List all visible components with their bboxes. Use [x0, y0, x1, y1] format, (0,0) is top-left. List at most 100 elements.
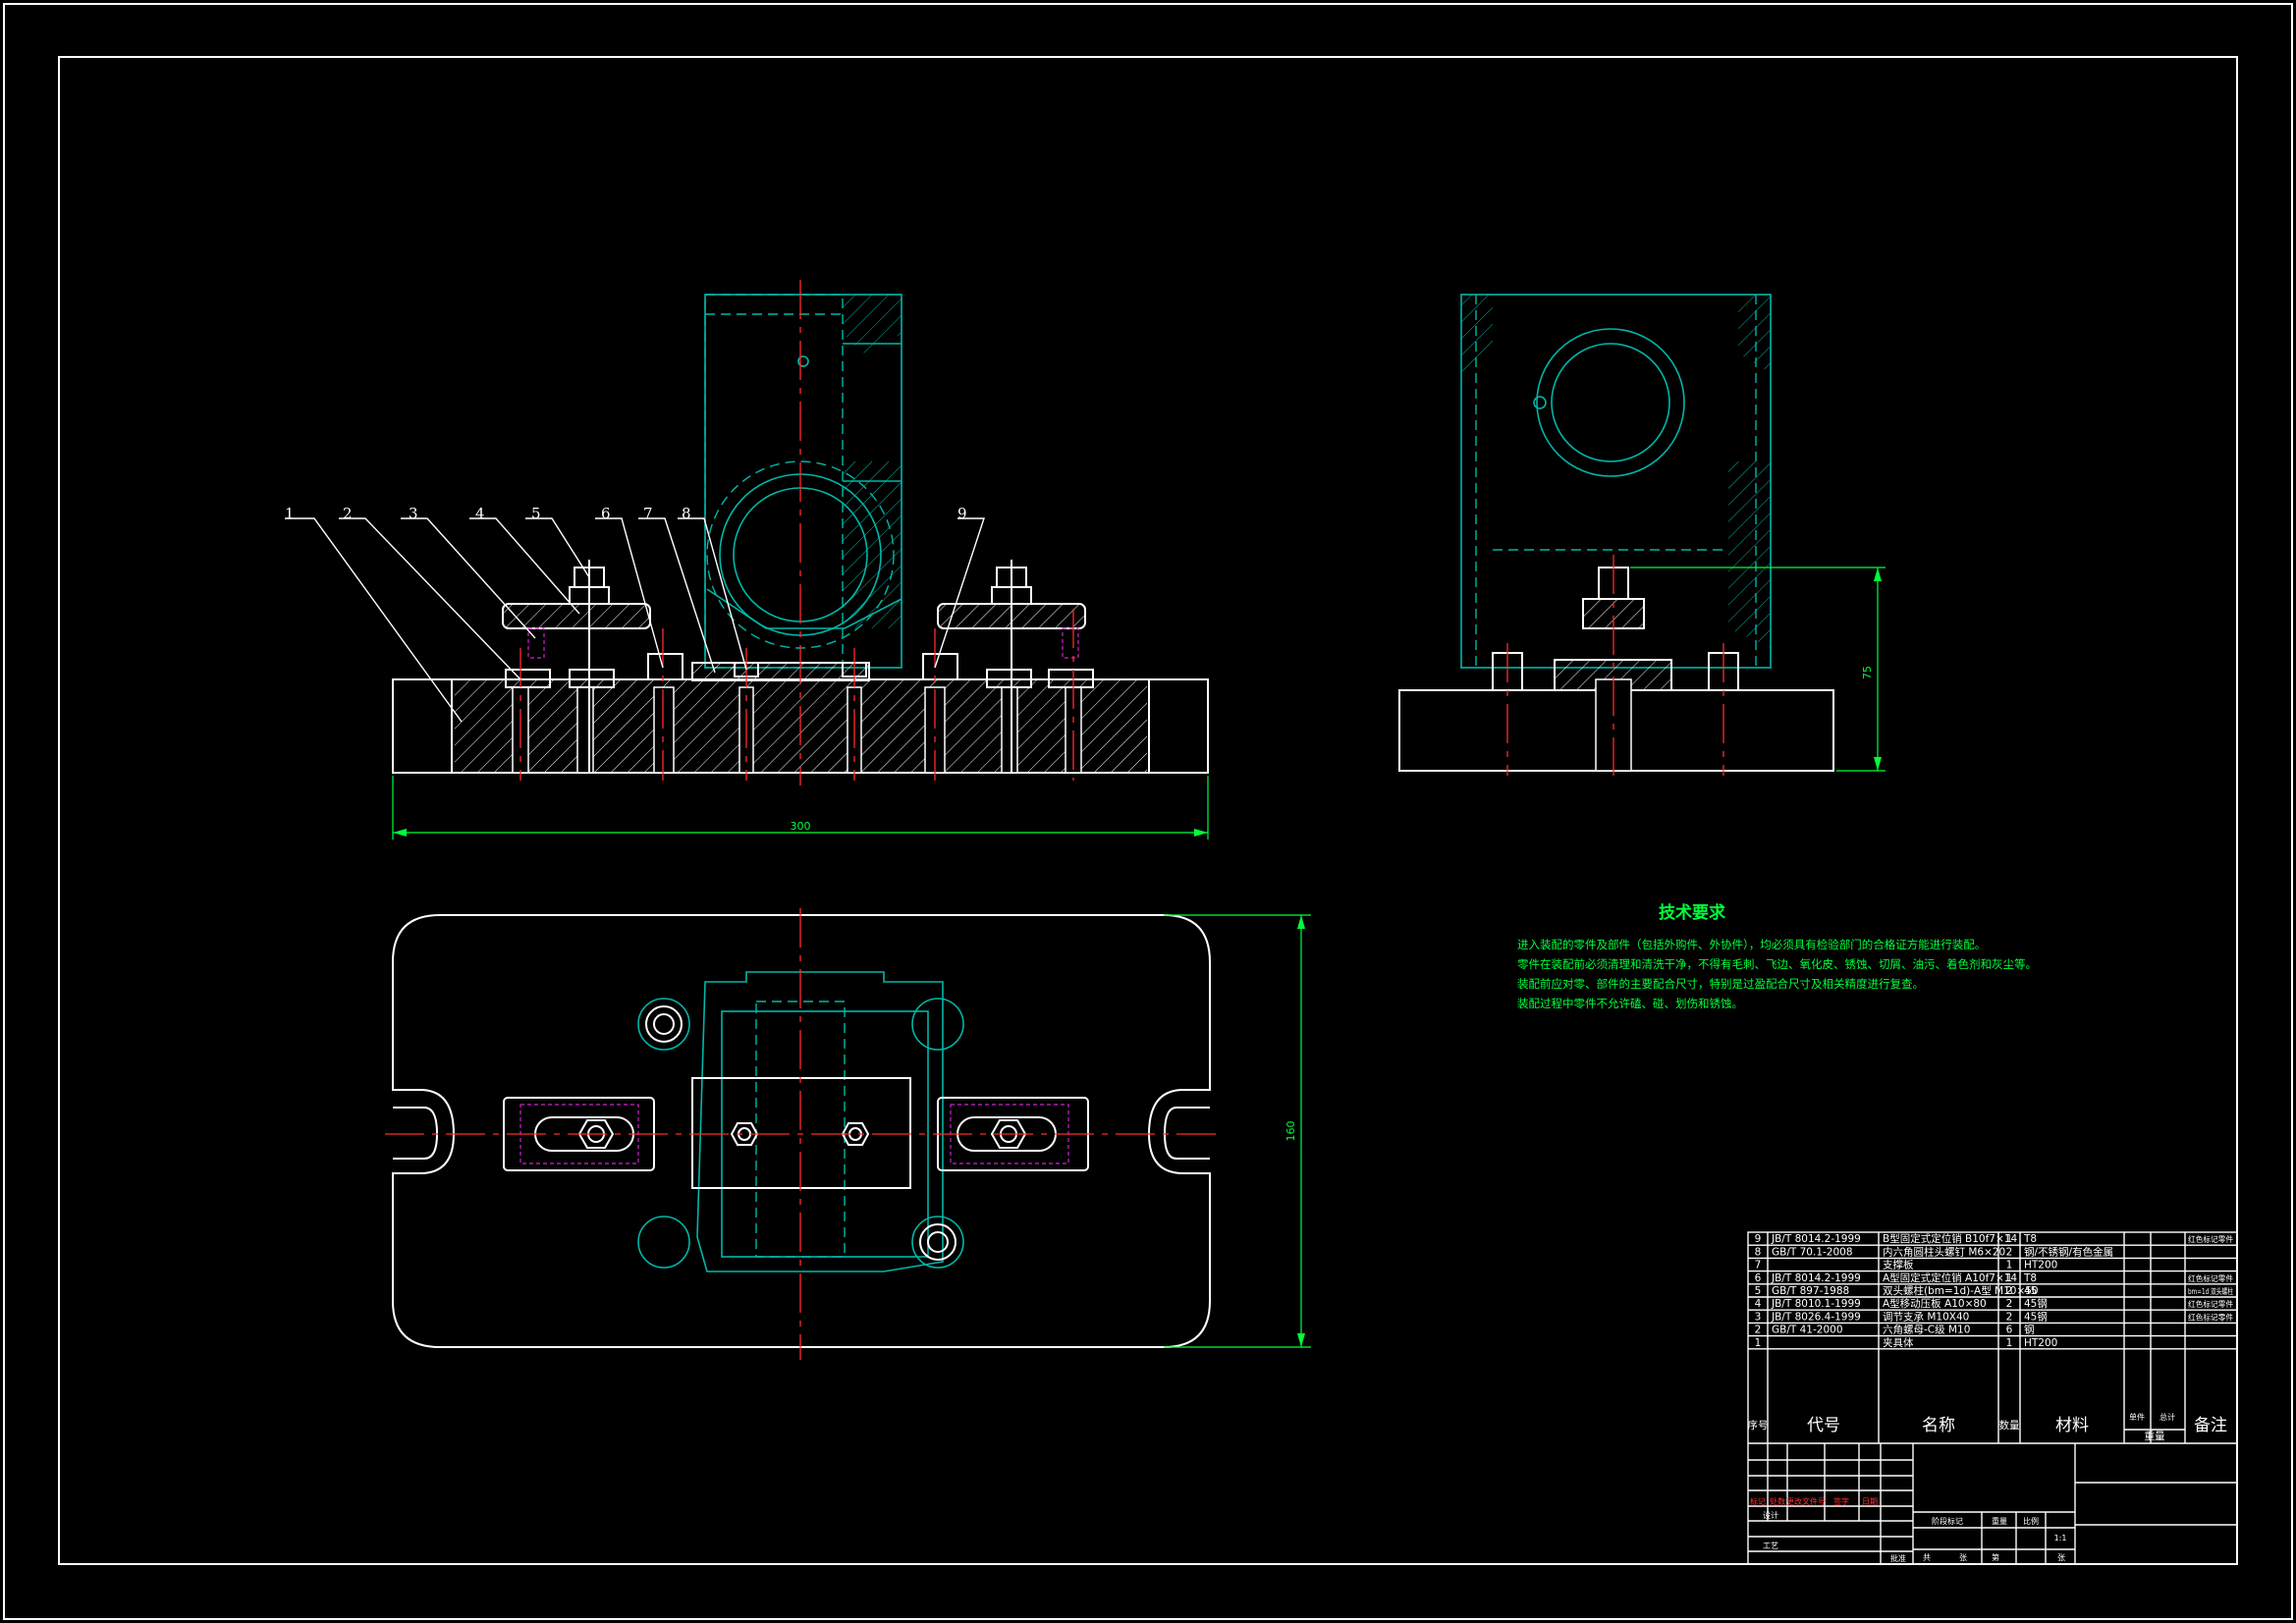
bom-cell-qty: 1 [2006, 1260, 2013, 1271]
tb-scale-value: 1:1 [2054, 1534, 2067, 1542]
bom-cell-no: 4 [1755, 1298, 1762, 1310]
tb-label-date: 日期 [1862, 1497, 1878, 1506]
tb-approve: 批准 [1890, 1553, 1906, 1563]
bom-cell-note: 红色标记零件 [2188, 1273, 2233, 1283]
clamp-right [922, 560, 1094, 773]
bom-cell-no: 8 [1755, 1246, 1762, 1258]
balloon-3: 3 [409, 505, 418, 522]
bom-cell-name: 内六角圆柱头螺钉 M6×20 [1883, 1245, 2005, 1258]
tech-req-line-4: 装配过程中零件不允许磕、碰、划伤和锈蚀。 [1517, 997, 1743, 1010]
inner-frame [58, 56, 2238, 1565]
plan-view: 160 [385, 908, 1311, 1360]
bom-cell-qty: 1 [2006, 1272, 2013, 1284]
bom-cell-material: HT200 [2024, 1260, 2057, 1271]
bom-cell-note: 红色标记零件 [2188, 1299, 2233, 1309]
dimension-plan-width: 160 [1164, 914, 1311, 1348]
bom-h-no: 序号 [1748, 1419, 1769, 1432]
dimension-base-length: 300 [392, 776, 1209, 839]
bom-cell-name: 夹具体 [1883, 1336, 1914, 1349]
tech-req-title: 技术要求 [1659, 902, 1725, 923]
balloon-2: 2 [343, 505, 353, 522]
tb-label-count: 处数 [1770, 1496, 1785, 1506]
bom-cell-no: 5 [1755, 1285, 1762, 1297]
front-view: 1 2 3 4 5 6 7 8 9 300 [285, 280, 1209, 839]
dim-75: 75 [1861, 666, 1874, 679]
side-workpiece [1460, 294, 1772, 669]
bom-cell-material: T8 [2023, 1233, 2037, 1245]
bom-cell-no: 9 [1755, 1233, 1762, 1245]
bom-cell-note: 红色标记零件 [2188, 1234, 2233, 1244]
bom-cell-name: A型移动压板 A10×80 [1883, 1297, 1987, 1310]
tech-req-line-1: 进入装配的零件及部件（包括外购件、外协件），均必须具有检验部门的合格证方能进行装… [1517, 938, 1986, 951]
bom-cell-material: 45钢 [2024, 1297, 2048, 1310]
bom-cell-no: 3 [1755, 1311, 1762, 1323]
tb-process: 工艺 [1763, 1542, 1778, 1550]
bom-cell-name: 调节支承 M10X40 [1883, 1311, 1969, 1323]
bom-cell-qty: 1 [2006, 1337, 2013, 1349]
bom-cell-name: 支撑板 [1883, 1259, 1914, 1271]
bom-cell-qty: 2 [2006, 1285, 2013, 1297]
bom-h-material: 材料 [2055, 1416, 2089, 1435]
bom-cell-material: T8 [2023, 1272, 2037, 1284]
title-block: 标记 处数 更改文件号 签字 日期 设计 工艺 阶段标记 重量 比例 1:1 共… [1748, 1443, 2237, 1564]
balloon-6: 6 [601, 505, 611, 522]
outer-frame [3, 3, 2293, 1620]
balloon-leaders [285, 517, 985, 723]
bom-h-qty: 数量 [1999, 1419, 2021, 1432]
bom-cell-code: GB/T 41-2000 [1772, 1325, 1843, 1336]
bom-h-total: 总计 [2159, 1412, 2175, 1422]
bom-h-code: 代号 [1807, 1416, 1840, 1435]
bom-cell-name: 双头螺柱(bm=1d)-A型 M10×50 [1883, 1284, 2039, 1297]
bom-cell-code: JB/T 8014.2-1999 [1771, 1233, 1861, 1245]
technical-requirements: 技术要求 进入装配的零件及部件（包括外购件、外协件），均必须具有检验部门的合格证… [1517, 902, 2037, 1010]
tb-label-sign: 签字 [1833, 1496, 1849, 1506]
bom-cell-material: 45 [2024, 1285, 2037, 1297]
tb-sheet-no-unit: 张 [2057, 1553, 2065, 1562]
tb-label-mark: 标记 [1750, 1496, 1766, 1506]
bom-cell-code: JB/T 8010.1-1999 [1771, 1298, 1861, 1310]
balloon-8: 8 [682, 505, 691, 522]
tb-label-doc: 更改文件号 [1786, 1496, 1826, 1506]
bom-cell-material: 钢/不锈钢/有色金属 [2024, 1245, 2113, 1258]
side-view: 75 [1398, 294, 1886, 776]
bom-cell-code: JB/T 8014.2-1999 [1771, 1272, 1861, 1284]
balloon-5: 5 [531, 505, 541, 522]
bom-cell-name: B型固定式定位销 B10f7×14 [1883, 1232, 2017, 1245]
tb-stage: 阶段标记 [1932, 1516, 1963, 1526]
dim-160: 160 [1285, 1121, 1297, 1142]
bom-cell-no: 6 [1755, 1272, 1762, 1284]
bom-cell-name: 六角螺母-C级 M10 [1883, 1325, 1970, 1336]
clamp-left [502, 560, 683, 773]
bom-h-weight: 重量 [2145, 1430, 2166, 1442]
bom-cell-note: 红色标记零件 [2188, 1312, 2233, 1322]
balloon-1: 1 [285, 505, 295, 522]
bom-cell-note: bm=1d 双头螺柱 [2188, 1286, 2233, 1296]
bom-cell-no: 2 [1755, 1325, 1762, 1336]
bom-h-note: 备注 [2194, 1416, 2227, 1435]
balloon-9: 9 [957, 505, 967, 522]
bom-cell-code: GB/T 70.1-2008 [1772, 1246, 1853, 1258]
bom-cell-name: A型固定式定位销 A10f7×14 [1883, 1271, 2017, 1284]
bom-cell-material: 45钢 [2024, 1310, 2048, 1323]
bom-cell-qty: 6 [2006, 1325, 2013, 1336]
balloon-4: 4 [475, 505, 485, 522]
bom-cell-material: HT200 [2024, 1337, 2057, 1349]
bom-h-name: 名称 [1922, 1416, 1955, 1435]
tb-weight: 重量 [1992, 1516, 2007, 1526]
tb-scale-label: 比例 [2023, 1516, 2039, 1526]
bom-cell-material: 钢 [2024, 1324, 2035, 1336]
plan-support-plate [691, 1077, 911, 1189]
tech-req-line-2: 零件在装配前必须清理和清洗干净，不得有毛刺、飞边、氧化皮、锈蚀、切屑、油污、着色… [1517, 957, 2037, 971]
dimension-side-height: 75 [1630, 567, 1886, 772]
tb-sheet-total: 共 [1923, 1553, 1931, 1562]
bom-cell-no: 1 [1755, 1337, 1762, 1349]
bom-cell-no: 7 [1755, 1260, 1762, 1271]
bom-cell-code: GB/T 897-1988 [1772, 1285, 1849, 1297]
bom-cell-code: JB/T 8026.4-1999 [1771, 1311, 1861, 1323]
bom-cell-qty: 1 [2006, 1233, 2013, 1245]
bom-cell-qty: 2 [2006, 1311, 2013, 1323]
bom-h-single: 单件 [2129, 1412, 2145, 1422]
balloon-7: 7 [643, 505, 653, 522]
